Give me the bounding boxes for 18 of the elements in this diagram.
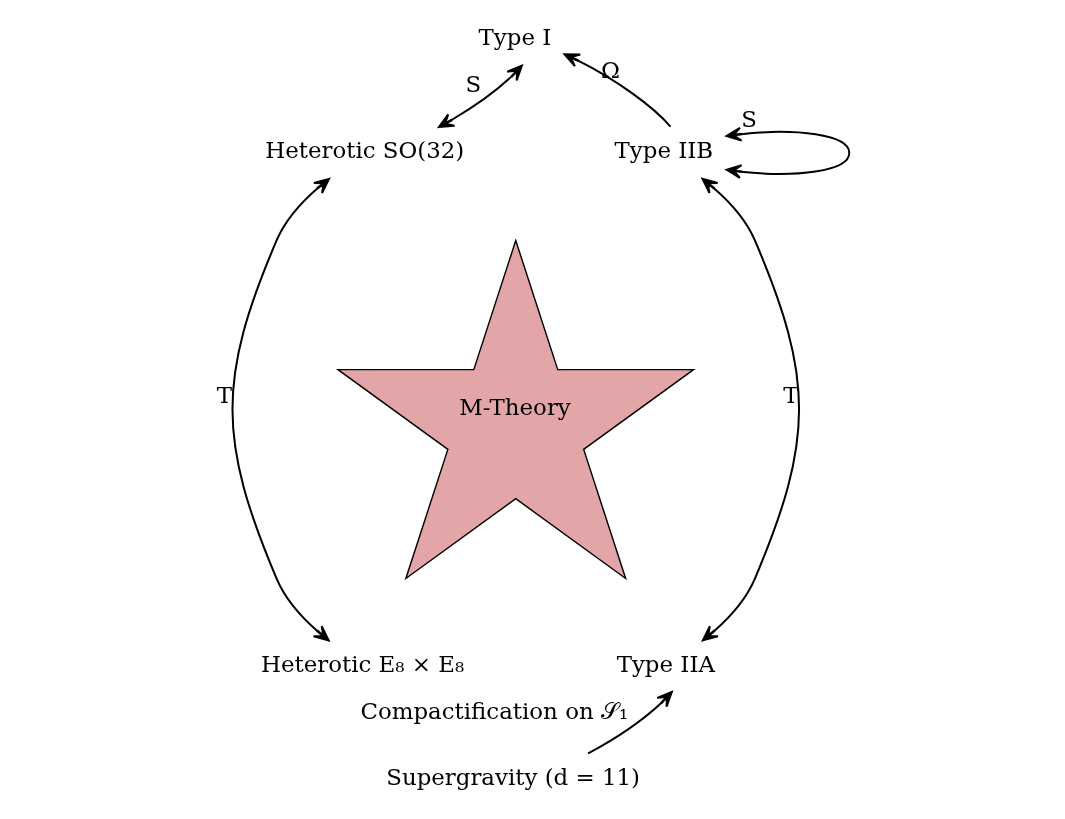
edge-label: T [216, 382, 232, 409]
node-text: Type IIA [616, 650, 715, 677]
node-text: Type I [478, 24, 551, 51]
arrow [563, 53, 671, 128]
arrow [700, 177, 800, 642]
arrow [725, 126, 850, 179]
edge-label: S [465, 71, 481, 98]
arrow [230, 177, 330, 642]
node-text: Supergravity (d = 11) [385, 763, 640, 790]
edge-label: T [782, 382, 799, 409]
arrow [437, 64, 523, 129]
edge-label: Ω [600, 57, 620, 84]
edge-label: S [740, 105, 757, 132]
node-text: Type IIB [614, 137, 713, 164]
arrow [586, 691, 673, 755]
edge-label: Compactification on 𝒮₁ [359, 697, 628, 724]
node-text: Heterotic E₈ × E₈ [260, 650, 464, 677]
node-text: Heterotic SO(32) [264, 137, 464, 164]
